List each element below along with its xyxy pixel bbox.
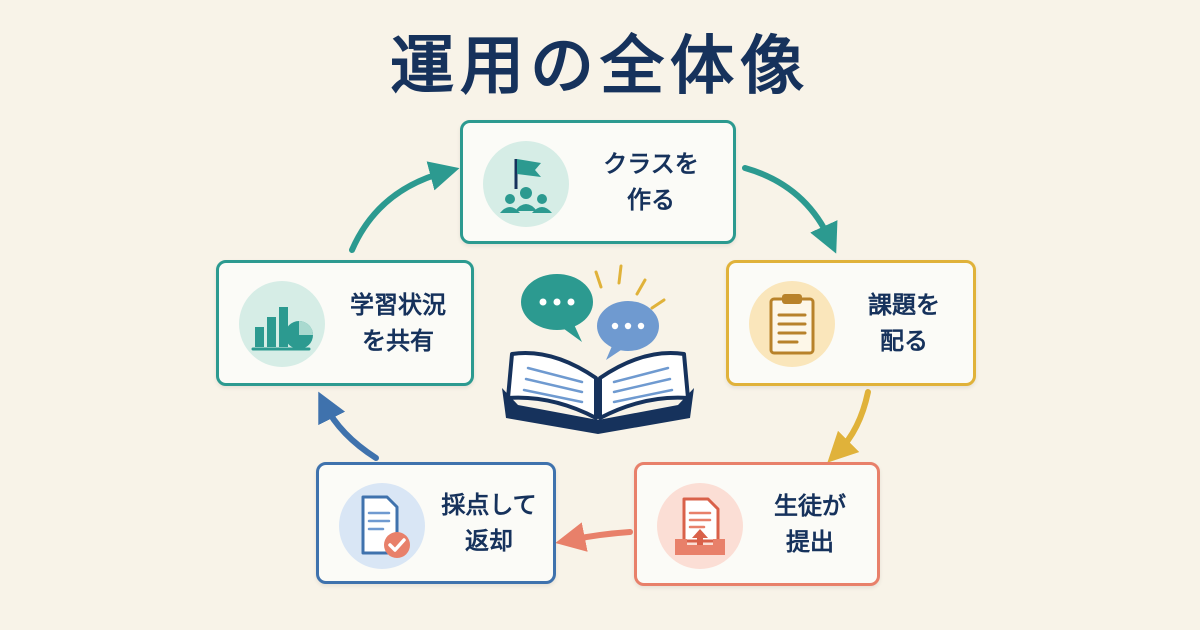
flag-team-icon [483, 141, 569, 227]
step-label-line2: 返却 [465, 527, 513, 555]
arrow-submit-to-grade [555, 522, 633, 552]
step-label-line1: クラスを [603, 150, 699, 178]
step-label-line1: 採点して [441, 491, 537, 519]
step-label-line2: 配る [880, 327, 928, 355]
step-label-line2: を共有 [362, 327, 434, 355]
page-title: 運用の全体像 [390, 30, 810, 104]
step-card-create-class: クラスを 作る [460, 120, 736, 244]
step-card-student-submit: 生徒が 提出 [634, 462, 880, 586]
bar-pie-chart-icon [239, 281, 325, 367]
checked-document-icon [339, 483, 425, 569]
step-label-line2: 提出 [786, 528, 834, 556]
step-label-line1: 生徒が [774, 492, 846, 520]
step-label-line1: 学習状況 [350, 291, 446, 319]
step-card-grade-return: 採点して 返却 [316, 462, 556, 584]
step-card-assign-task: 課題を 配る [726, 260, 976, 386]
upload-document-icon [657, 483, 743, 569]
clipboard-icon [749, 281, 835, 367]
arrow-share-to-create [349, 161, 460, 253]
step-label-line1: 課題を [868, 291, 940, 319]
step-label-line2: 作る [627, 186, 675, 214]
step-card-share-progress: 学習状況 を共有 [216, 260, 474, 386]
arrow-assign-to-submit [827, 389, 871, 463]
arrow-create-to-assign [742, 165, 838, 254]
arrow-grade-to-share [318, 391, 379, 461]
